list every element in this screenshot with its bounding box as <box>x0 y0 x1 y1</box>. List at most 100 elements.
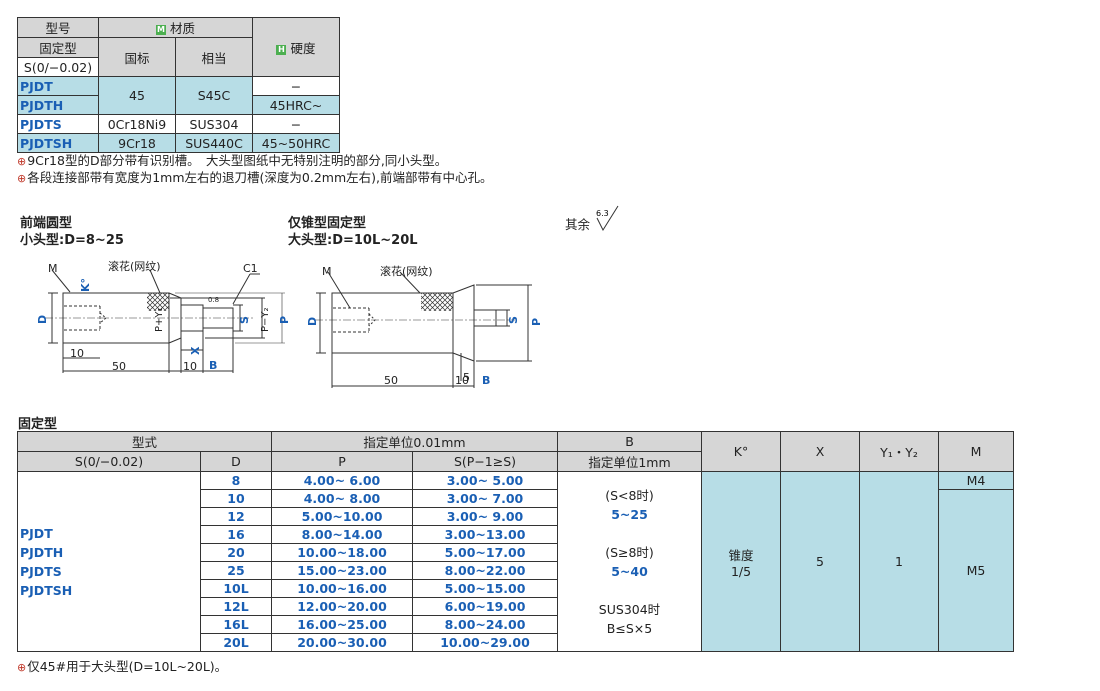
note-1: ⊕9Cr18型的D部分带有识别槽。 大头型图纸中无特别注明的部分,同小头型。 <box>17 153 448 168</box>
model-cell: PJDTH <box>17 95 99 115</box>
header-y: Y₁・Y₂ <box>859 431 939 472</box>
left-pin-labels: M 滚花(网纹) C1 10 50 10 B 0.8 D K° P+Y₁ X S… <box>36 259 291 373</box>
svg-text:M: M <box>322 265 332 278</box>
hardness-cell: − <box>252 114 340 134</box>
dimension-table: 型式 指定单位0.01mm B K° X Y₁・Y₂ M S(0/−0.02) … <box>17 431 1014 652</box>
s-cell: 3.00~13.00 <box>412 525 558 544</box>
left-drawing-subtitle: 小头型:D=8~25 <box>20 233 124 248</box>
eq-cell: SUS304 <box>175 114 253 134</box>
left-pin-drawing <box>45 269 285 373</box>
p-cell: 8.00~14.00 <box>271 525 413 544</box>
p-cell: 4.00~ 8.00 <box>271 489 413 508</box>
d-cell: 12 <box>200 507 272 526</box>
svg-text:P: P <box>530 318 543 326</box>
s-cell: 5.00~15.00 <box>412 579 558 598</box>
svg-text:6.3: 6.3 <box>596 209 609 218</box>
header-s: S(0/−0.02) <box>17 451 201 472</box>
header-d: D <box>200 451 272 472</box>
header-b: B <box>557 431 702 452</box>
svg-text:5: 5 <box>463 371 470 384</box>
header-m: M <box>938 431 1014 472</box>
svg-text:10: 10 <box>455 374 469 387</box>
s-cell: 5.00~17.00 <box>412 543 558 562</box>
svg-text:X: X <box>189 346 202 355</box>
svg-text:50: 50 <box>384 374 398 387</box>
m5-cell: M5 <box>938 489 1014 652</box>
d-cell: 16L <box>200 615 272 634</box>
note-3: ⊕仅45#用于大头型(D=10L~20L)。 <box>17 659 228 674</box>
d-cell: 12L <box>200 597 272 616</box>
model-cell: PJDTS <box>17 114 99 134</box>
eq-cell: SUS440C <box>175 133 253 153</box>
d-cell: 10L <box>200 579 272 598</box>
d-cell: 10 <box>200 489 272 508</box>
note-mark-icon: ⊕ <box>17 155 27 168</box>
svg-text:C1: C1 <box>243 262 258 275</box>
model-cell: PJDT <box>17 76 99 96</box>
svg-text:P+Y₁: P+Y₁ <box>154 307 165 332</box>
header-type: 型式 <box>17 431 272 452</box>
s-cell: 8.00~22.00 <box>412 561 558 580</box>
d-cell: 16 <box>200 525 272 544</box>
hardness-cell: − <box>252 76 340 96</box>
right-pin-drawing <box>315 271 532 388</box>
hardness-cell: 45~50HRC <box>252 133 340 153</box>
d-cell: 8 <box>200 471 272 490</box>
s-cell: 3.00~ 9.00 <box>412 507 558 526</box>
svg-text:10: 10 <box>70 347 84 360</box>
note-mark-icon: ⊕ <box>17 172 27 185</box>
p-cell: 20.00~30.00 <box>271 633 413 652</box>
s-cell: 6.00~19.00 <box>412 597 558 616</box>
svg-text:S: S <box>507 316 520 324</box>
svg-text:滚花(网纹): 滚花(网纹) <box>380 264 433 278</box>
s-cell: 3.00~ 5.00 <box>412 471 558 490</box>
right-drawing-subtitle: 大头型:D=10L~20L <box>288 233 418 248</box>
svg-text:10: 10 <box>183 360 197 373</box>
header-x: X <box>780 431 860 472</box>
p-cell: 5.00~10.00 <box>271 507 413 526</box>
technical-drawing: 6.3 M 滚花(网纹) C1 10 50 10 B 0.8 D K° P+Y₁… <box>36 205 619 388</box>
d-cell: 20 <box>200 543 272 562</box>
p-cell: 12.00~20.00 <box>271 597 413 616</box>
d-cell: 20L <box>200 633 272 652</box>
p-cell: 16.00~25.00 <box>271 615 413 634</box>
gb-cell: 0Cr18Ni9 <box>98 114 176 134</box>
gb-cell: 45 <box>98 76 176 115</box>
svg-text:0.8: 0.8 <box>208 296 219 304</box>
hardness-cell: 45HRC~ <box>252 95 340 115</box>
svg-text:S: S <box>238 316 251 324</box>
svg-text:P−Y₂: P−Y₂ <box>260 307 271 332</box>
svg-text:K°: K° <box>79 278 92 292</box>
d-cell: 25 <box>200 561 272 580</box>
b-cell: (S<8时) 5~25 (S≥8时) 5~40 SUS304时 B≤S×5 <box>557 471 702 652</box>
svg-text:滚花(网纹): 滚花(网纹) <box>108 259 161 273</box>
svg-text:50: 50 <box>112 360 126 373</box>
s-cell: 10.00~29.00 <box>412 633 558 652</box>
m4-cell: M4 <box>938 471 1014 490</box>
p-cell: 4.00~ 6.00 <box>271 471 413 490</box>
note-2: ⊕各段连接部带有宽度为1mm左右的退刀槽(深度为0.2mm左右),前端部带有中心… <box>17 170 493 185</box>
svg-text:M: M <box>48 262 58 275</box>
eq-cell: S45C <box>175 76 253 115</box>
header-s: S(0/−0.02) <box>17 57 99 77</box>
svg-text:P: P <box>278 316 291 324</box>
svg-text:B: B <box>209 359 217 372</box>
roughness-symbol-icon: 6.3 <box>596 205 619 232</box>
model-cell: PJDTSH <box>17 133 99 153</box>
material-badge-icon: M <box>155 25 166 35</box>
s-cell: 8.00~24.00 <box>412 615 558 634</box>
roughness-note: 其余 <box>565 217 591 232</box>
header-unit: 指定单位0.01mm <box>271 431 558 452</box>
right-drawing-title: 仅锥型固定型 <box>288 216 367 231</box>
svg-text:B: B <box>482 374 490 387</box>
right-pin-labels: M 滚花(网纹) 5 50 10 B D S P <box>306 264 543 387</box>
header-fixed: 固定型 <box>17 37 99 58</box>
header-model: 型号 <box>17 17 99 38</box>
y-cell: 1 <box>859 471 939 652</box>
gb-cell: 9Cr18 <box>98 133 176 153</box>
left-drawing-title: 前端圆型 <box>20 216 73 231</box>
header-gb: 国标 <box>98 37 176 77</box>
header-sp: S(P−1≥S) <box>412 451 558 472</box>
